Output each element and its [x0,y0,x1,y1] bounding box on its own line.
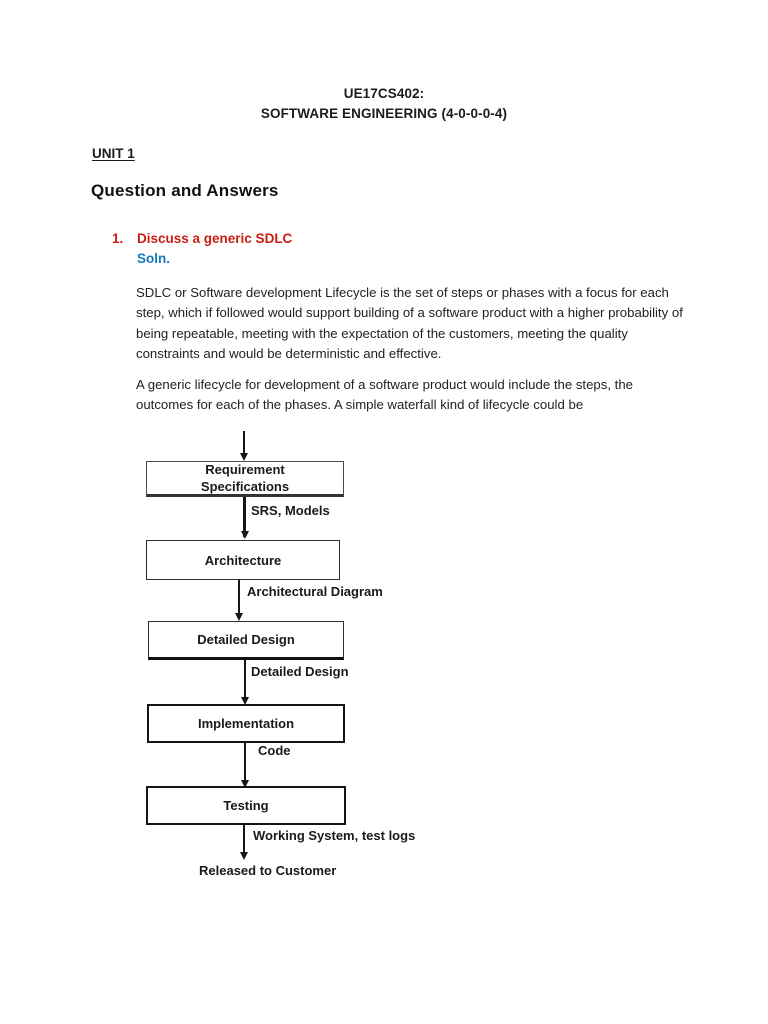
flow-output-label-code: Code [258,743,291,758]
solution-paragraph-2: A generic lifecycle for development of a… [136,377,634,413]
flow-arrow-srs [243,497,246,537]
flow-box-label: Architecture [204,552,282,568]
question-title: Discuss a generic SDLC [137,231,293,246]
flow-box-implementation: Implementation [147,704,345,743]
flow-box-testing: Testing [146,786,346,825]
flow-output-label-architectural-diagram: Architectural Diagram [247,584,383,599]
flow-box-label: Detailed Design [197,632,295,647]
flow-box-label: Implementation [197,716,295,731]
flow-box-architecture: Architecture [146,540,340,580]
course-code: UE17CS402: [343,86,425,101]
flow-output-label-working-system: Working System, test logs [253,828,416,843]
flow-arrow-architectural-diagram [238,580,240,619]
flow-arrow-start [243,431,245,459]
solution-paragraph-1: SDLC or Software development Lifecycle i… [136,285,683,362]
flow-arrow-code [244,743,246,786]
section-heading: Question and Answers [91,181,279,200]
flow-arrow-working-system [243,825,245,858]
flow-box-label: Requirement Specifications [200,462,290,494]
flow-terminal-label: Released to Customer [199,863,337,878]
flow-box-requirement-specifications: Requirement Specifications [146,461,344,497]
solution-label: Soln. [137,251,170,266]
flow-arrow-detailed-design [244,660,246,703]
question-number: 1. [112,231,124,246]
flow-output-label-srs: SRS, Models [251,503,330,518]
flow-box-label: Testing [223,798,269,813]
unit-heading: UNIT 1 [92,146,135,161]
flow-box-detailed-design: Detailed Design [148,621,344,660]
flow-output-label-detailed-design: Detailed Design [251,664,349,679]
course-title: SOFTWARE ENGINEERING (4-0-0-0-4) [260,106,508,121]
